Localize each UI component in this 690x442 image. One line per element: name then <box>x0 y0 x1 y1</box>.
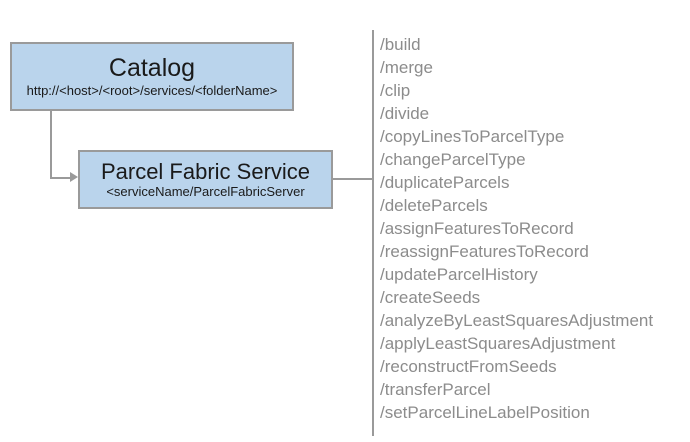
list-item[interactable]: /deleteParcels <box>380 196 488 215</box>
list-item[interactable]: /reassignFeaturesToRecord <box>380 242 589 261</box>
list-item[interactable]: /transferParcel <box>380 380 491 399</box>
list-item[interactable]: /copyLinesToParcelType <box>380 127 565 146</box>
list-item[interactable]: /createSeeds <box>380 288 481 307</box>
list-item[interactable]: /divide <box>380 104 430 123</box>
connector-catalog-vertical <box>50 111 52 179</box>
arrowhead-icon <box>70 172 78 182</box>
connector-service-to-operations <box>333 178 373 180</box>
operations-divider <box>372 30 374 436</box>
list-item[interactable]: /build <box>380 35 421 54</box>
connector-catalog-horizontal <box>50 177 72 179</box>
list-item[interactable]: /changeParcelType <box>380 150 526 169</box>
parcel-fabric-service-title: Parcel Fabric Service <box>100 158 311 184</box>
list-item[interactable]: /applyLeastSquaresAdjustment <box>380 334 616 353</box>
list-item[interactable]: /assignFeaturesToRecord <box>380 219 574 238</box>
catalog-node-url: http://<host>/<root>/services/<folderNam… <box>26 82 278 98</box>
list-item[interactable]: /setParcelLineLabelPosition <box>380 403 590 422</box>
parcel-fabric-service-node[interactable]: Parcel Fabric Service <serviceName/Parce… <box>78 150 333 209</box>
list-item[interactable]: /updateParcelHistory <box>380 265 538 284</box>
operations-list: /build /merge /clip /divide /copyLinesTo… <box>380 33 680 424</box>
list-item[interactable]: /clip <box>380 81 411 100</box>
list-item[interactable]: /reconstructFromSeeds <box>380 357 557 376</box>
list-item[interactable]: /duplicateParcels <box>380 173 510 192</box>
catalog-node[interactable]: Catalog http://<host>/<root>/services/<f… <box>10 42 294 111</box>
catalog-node-title: Catalog <box>108 53 196 82</box>
parcel-fabric-service-path: <serviceName/ParcelFabricServer <box>106 183 305 199</box>
list-item[interactable]: /merge <box>380 58 433 77</box>
list-item[interactable]: /analyzeByLeastSquaresAdjustment <box>380 311 654 330</box>
